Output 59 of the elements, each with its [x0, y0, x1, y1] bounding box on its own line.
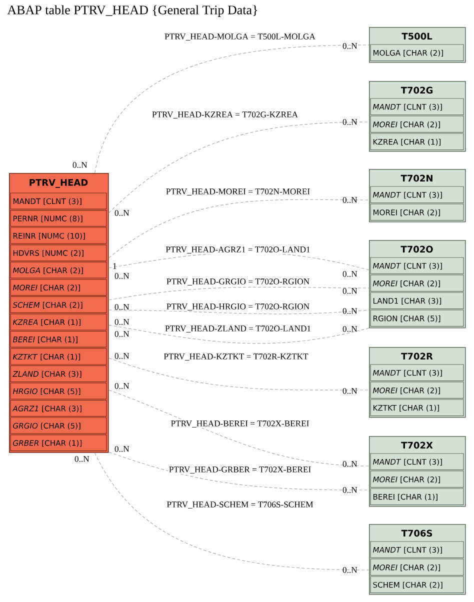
cardinality-label: 0..N [342, 119, 358, 125]
connector [108, 324, 370, 344]
edge-label: PTRV_HEAD-HRGIO = T702O-RGION [166, 303, 310, 312]
table-header: T702G [400, 86, 432, 94]
cardinality-label: 0..N [114, 304, 130, 310]
cardinality-label: 0..N [114, 319, 130, 325]
cardinality-label: 0..N [114, 331, 130, 337]
edge-label: PTRV_HEAD-KZREA = T702G-KZREA [151, 110, 299, 120]
connector [108, 452, 370, 490]
connector [108, 199, 370, 258]
table-header: T702O [400, 246, 433, 253]
connector [108, 310, 370, 314]
cardinality-label: 1 [113, 263, 116, 269]
table-header: T706S [401, 530, 432, 537]
table [369, 81, 466, 152]
cardinality-label: 0..N [342, 43, 358, 49]
cardinality-label: 0..N [342, 271, 358, 277]
cardinality-label: 0..N [114, 353, 130, 359]
cardinality-label: 0..N [342, 388, 358, 394]
table [369, 169, 466, 222]
edge-label: PTRV_HEAD-BEREI = T702X-BEREI [170, 420, 310, 428]
cardinality-label: 0..N [342, 567, 358, 573]
cardinality-label: 0..N [114, 383, 130, 389]
edge-label: PTRV_HEAD-MOREI = T702N-MOREI [165, 188, 311, 196]
edge-label: PTRV_HEAD-KZTKT = T702R-KZTKT [163, 353, 309, 362]
table [9, 173, 109, 453]
table [369, 436, 466, 507]
cardinality-label: 0..N [342, 197, 358, 203]
edge-label: PTRV_HEAD-SCHEM = T706S-SCHEM [166, 501, 314, 510]
table-header: T702N [400, 174, 432, 182]
edge-label: PTRV_HEAD-MOLGA = T500L-MOLGA [164, 32, 316, 42]
connector [108, 390, 370, 466]
cardinality-label: 0..N [342, 308, 358, 314]
connector [108, 122, 370, 214]
table-header: T500L [402, 32, 432, 40]
edge-label: PTRV_HEAD-GRBER = T702X-BEREI [168, 466, 312, 474]
title: ABAP table PTRV_HEAD {General Trip Data} [7, 5, 258, 17]
table-header: T702R [401, 352, 433, 360]
cardinality-label: 0..N [342, 461, 358, 467]
table [369, 524, 466, 595]
cardinality-label: 0..N [342, 487, 358, 493]
table-header: PTRV_HEAD [30, 179, 88, 188]
cardinality-label: 0..N [74, 456, 90, 462]
cardinality-label: 0..N [114, 273, 130, 279]
connector [94, 44, 370, 174]
table-header: T702X [401, 442, 433, 449]
cardinality-label: 0..N [342, 326, 358, 332]
table [369, 240, 466, 328]
edge-label: PTRV_HEAD-AGRZ1 = T702O-LAND1 [165, 246, 311, 254]
connector [108, 286, 370, 300]
cardinality-label: 0..N [342, 288, 358, 294]
edge-label: PTRV_HEAD-ZLAND = T702O-LAND1 [164, 325, 312, 334]
cardinality-label: 0..N [114, 210, 130, 216]
connector [94, 452, 370, 570]
table [369, 347, 466, 418]
cardinality-label: 0..N [114, 446, 130, 452]
connector [108, 358, 370, 390]
table [369, 27, 466, 63]
edge-label: PTRV_HEAD-GRGIO = T702O-RGION [166, 278, 310, 286]
